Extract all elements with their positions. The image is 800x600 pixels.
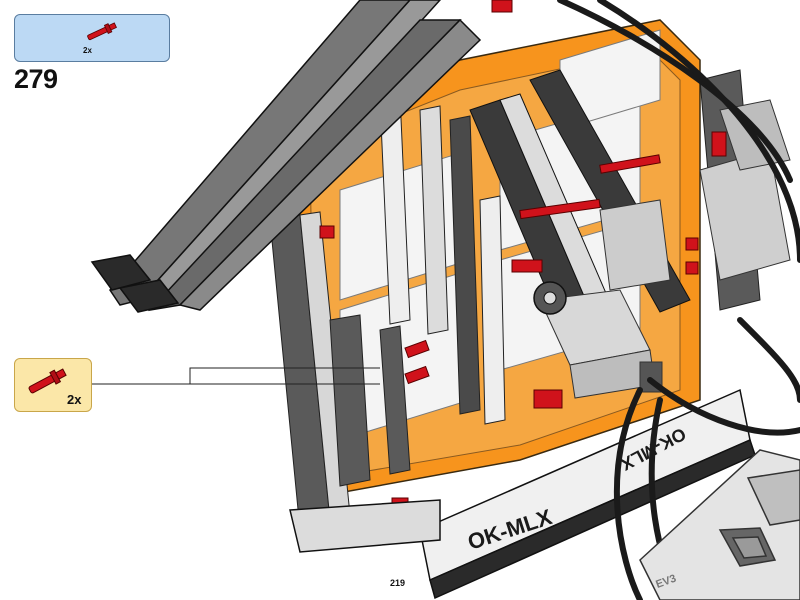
parts-list-box: 2x (14, 14, 170, 62)
ev3-brick (639, 449, 800, 600)
callout-quantity: 2x (67, 392, 82, 407)
parts-quantity: 2x (83, 46, 92, 55)
boom-arm (90, 0, 482, 313)
red-axle-pin-icon (28, 368, 67, 394)
page-number: 219 (390, 578, 406, 588)
callout-box: 2x (14, 358, 92, 412)
red-axle-pin-icon (87, 22, 117, 41)
base-assembly (289, 388, 756, 600)
gear (533, 281, 567, 315)
step-number: 279 (14, 64, 58, 94)
